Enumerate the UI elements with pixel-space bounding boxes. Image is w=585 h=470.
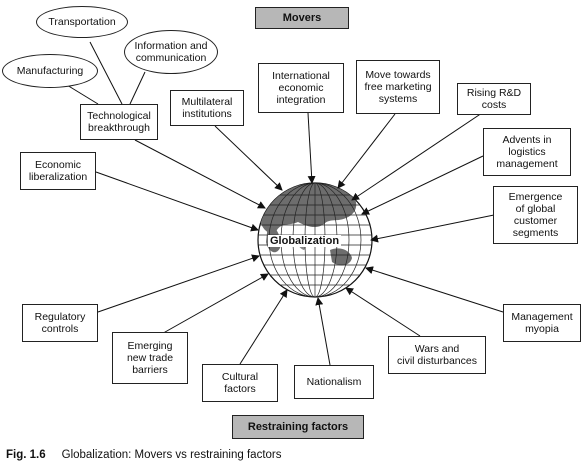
figure-number: Fig. 1.6 bbox=[6, 449, 46, 461]
restraining-factors-header: Restraining factors bbox=[232, 415, 364, 439]
restraining-arrows bbox=[97, 254, 504, 366]
wars-civil-disturbances-node: Wars and civil disturbances bbox=[388, 336, 486, 374]
emerging-trade-barriers-node: Emerging new trade barriers bbox=[112, 332, 188, 384]
mover-arrows bbox=[95, 112, 495, 243]
movers-header: Movers bbox=[255, 7, 349, 29]
economic-liberalization-node: Economic liberalization bbox=[20, 152, 96, 190]
global-customer-segments-node: Emergence of global customer segments bbox=[493, 186, 578, 244]
management-myopia-node: Management myopia bbox=[503, 304, 581, 342]
technological-breakthrough-node: Technological breakthrough bbox=[80, 104, 158, 140]
free-marketing-systems-node: Move towards free marketing systems bbox=[356, 60, 440, 114]
information-communication-node: Information and communication bbox=[124, 30, 218, 74]
rising-rd-costs-node: Rising R&D costs bbox=[457, 83, 531, 115]
figure-title: Globalization: Movers vs restraining fac… bbox=[61, 449, 282, 461]
nationalism-node: Nationalism bbox=[294, 365, 374, 399]
transportation-node: Transportation bbox=[36, 6, 128, 38]
figure-caption: Fig. 1.6 Globalization: Movers vs restrai… bbox=[6, 449, 282, 461]
globalization-label: Globalization bbox=[268, 235, 342, 247]
logistics-management-node: Advents in logistics management bbox=[483, 128, 571, 176]
multilateral-institutions-node: Multilateral institutions bbox=[170, 90, 244, 126]
international-economic-integration-node: International economic integration bbox=[258, 63, 344, 113]
cultural-factors-node: Cultural factors bbox=[202, 364, 278, 402]
regulatory-controls-node: Regulatory controls bbox=[22, 304, 98, 342]
globe-icon bbox=[257, 182, 373, 298]
manufacturing-node: Manufacturing bbox=[2, 54, 98, 88]
